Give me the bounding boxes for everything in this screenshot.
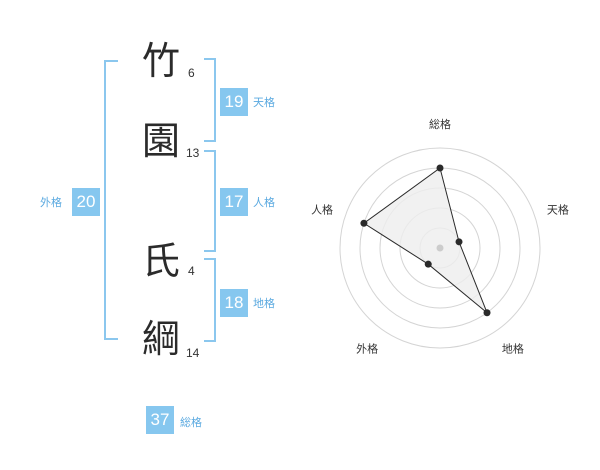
name-char-3: 氏 bbox=[142, 239, 181, 283]
tenkaku-value: 19 bbox=[220, 88, 248, 116]
chikaku-value: 18 bbox=[220, 289, 248, 317]
jinkaku-bracket bbox=[204, 150, 216, 252]
radar-center-dot bbox=[436, 244, 444, 252]
radar-point-1 bbox=[436, 164, 444, 172]
stroke-count-3: 4 bbox=[188, 264, 195, 278]
tenkaku-bracket bbox=[204, 58, 216, 142]
stroke-count-1: 6 bbox=[188, 66, 195, 80]
stroke-count-4: 14 bbox=[186, 346, 200, 360]
name-char-2: 園 bbox=[142, 119, 181, 163]
radar-axis-label-3: 地格 bbox=[502, 341, 524, 355]
tenkaku-label: 天格 bbox=[253, 96, 275, 109]
radar-point-4 bbox=[424, 260, 432, 268]
jinkaku-label: 人格 bbox=[253, 196, 275, 209]
chikaku-bracket bbox=[204, 258, 216, 342]
jinkaku-value: 17 bbox=[220, 188, 248, 216]
radar-area bbox=[363, 167, 488, 314]
radar-axis-label-5: 人格 bbox=[311, 203, 333, 217]
radar-point-3 bbox=[483, 309, 491, 317]
radar-axis-label-1: 総格 bbox=[429, 117, 451, 131]
radar-grid-ring bbox=[339, 147, 541, 349]
soukaku-value: 37 bbox=[146, 406, 174, 434]
name-char-1: 竹 bbox=[142, 39, 181, 83]
radar-point-2 bbox=[455, 238, 463, 246]
radar-axis-label-2: 天格 bbox=[547, 203, 569, 217]
gaikaku-label: 外格 bbox=[40, 196, 62, 209]
soukaku-label: 総格 bbox=[180, 416, 202, 429]
radar-point-5 bbox=[360, 219, 368, 227]
name-char-4: 綱 bbox=[142, 317, 181, 361]
radar-axis-label-4: 外格 bbox=[356, 341, 378, 355]
gaikaku-value: 20 bbox=[72, 188, 100, 216]
stroke-count-2: 13 bbox=[186, 146, 200, 160]
chikaku-label: 地格 bbox=[253, 297, 275, 310]
gaikaku-bracket bbox=[104, 60, 118, 340]
